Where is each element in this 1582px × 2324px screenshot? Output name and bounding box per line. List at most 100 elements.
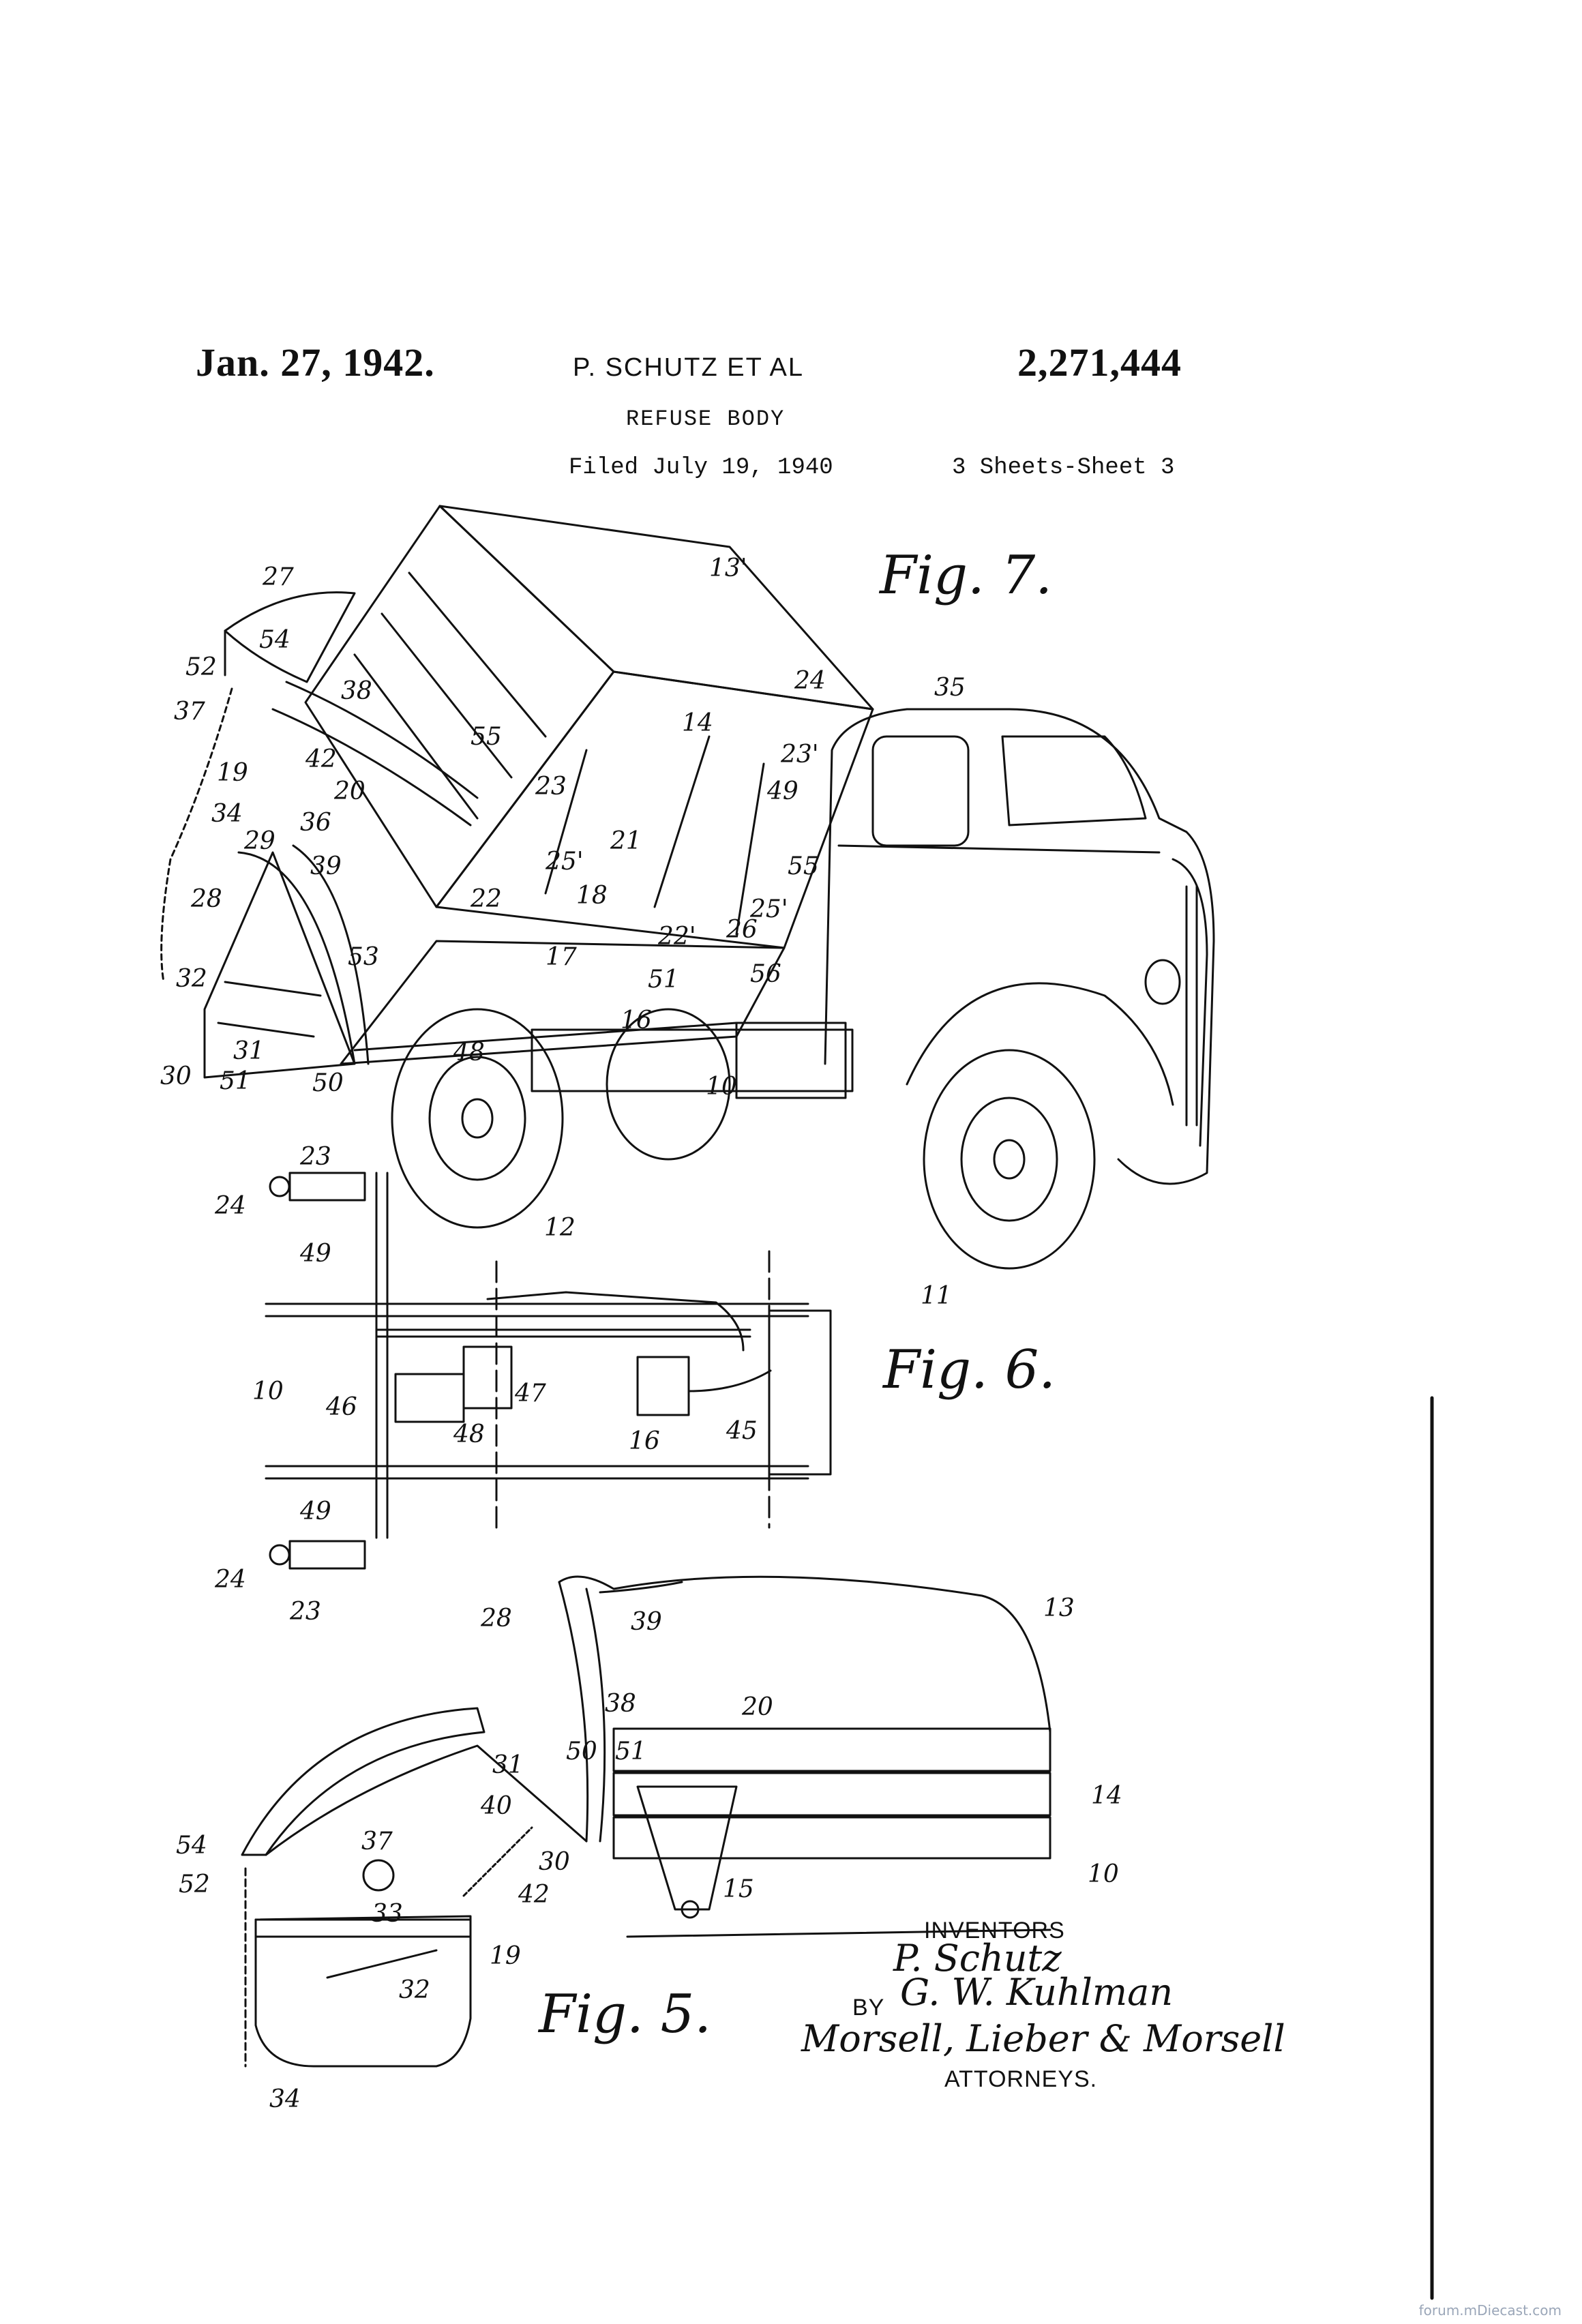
ref-numeral: 46 [325,1393,357,1421]
ref-numeral: 48 [453,1420,485,1448]
container-front [435,670,874,949]
hopper-lid [241,1707,486,1856]
ref-numeral: 52 [185,653,217,681]
ref-numeral: 37 [361,1828,393,1856]
rear-wheel-inner [606,1008,731,1161]
cylinder-bottom [288,1540,366,1570]
rear-wheel [391,1008,564,1229]
ref-numeral: 54 [176,1832,207,1860]
figure-5-detail: Fig. 5. [241,1575,1051,2068]
ref-numeral: 25' [749,895,788,923]
patent-number: 2,271,444 [1017,340,1182,385]
truck-cab [824,708,1215,1185]
inventor-name: P. SCHUTZ ET AL [573,353,805,382]
ref-numeral: 53 [348,943,379,971]
ref-numeral: 34 [269,2085,301,2113]
figure-6-plan: Fig. 6. [265,1172,1056,1570]
ref-numeral: 42 [305,745,337,773]
ref-numeral: 31 [492,1751,524,1779]
ref-numeral: 38 [341,677,372,705]
chassis-frame [531,1028,854,1092]
ref-numeral: 32 [176,965,207,993]
ref-numeral: 19 [490,1942,521,1970]
ref-numeral: 48 [453,1039,485,1067]
ref-numeral: 23 [299,1143,331,1171]
ref-numeral: 28 [480,1605,512,1633]
ref-numeral: 36 [300,809,331,837]
ref-numeral: 23' [780,741,819,769]
ref-numeral: 24 [214,1192,246,1220]
ref-numeral: 15 [723,1875,754,1903]
chain [160,687,233,983]
ref-numeral: 50 [312,1069,344,1097]
ref-numeral: 21 [610,827,642,855]
figure-5-labels: 28 39 13 38 20 31 50 51 14 54 40 37 52 3… [176,1594,1122,2113]
ref-numeral: 39 [631,1608,662,1636]
patent-title: REFUSE BODY [626,406,786,432]
ref-numeral: 14 [1091,1782,1122,1810]
frame-10 [612,1816,1051,1860]
attorneys-signature: Morsell, Lieber & Morsell [801,2017,1285,2060]
headlight [1144,959,1181,1005]
inventor-signature: P. Schutz [893,1937,1062,1980]
ref-numeral: 30 [160,1062,192,1090]
ref-numeral: 51 [648,966,679,994]
ref-numeral: 20 [741,1693,773,1721]
figure-6-caption: Fig. 6. [882,1339,1056,1401]
ref-numeral: 34 [211,800,243,828]
figure-6-labels: 23 24 49 10 46 47 48 16 45 49 24 23 [214,1143,758,1626]
bracket [636,1785,738,1911]
front-wheel [923,1049,1096,1270]
watermark: forum.mDiecast.com [1418,2302,1562,2319]
ref-numeral: 51 [615,1738,646,1766]
ref-numeral: 45 [726,1417,758,1445]
ref-numeral: 20 [333,777,365,805]
ref-numeral: 14 [682,709,713,737]
attorneys-label: ATTORNEYS. [944,2066,1098,2092]
fuel-tank [735,1022,847,1099]
ref-numeral: 10 [1088,1860,1119,1888]
ref-numeral: 13 [1043,1594,1075,1622]
ref-numeral: 18 [576,882,608,910]
ref-numeral: 54 [259,626,290,654]
ref-numeral: 28 [190,885,222,913]
ref-numeral: 22' [657,923,696,951]
ref-numeral: 24 [794,667,826,695]
ref-numeral: 27 [262,563,294,591]
valve [462,1345,513,1410]
body-top [558,1575,1051,1733]
ref-numeral: 42 [518,1881,550,1909]
cab-window-rear [871,735,970,847]
ref-numeral: 17 [546,943,577,971]
pivot-37 [362,1859,395,1892]
ref-numeral: 56 [750,960,781,988]
ref-numeral: 23 [535,773,567,801]
figure-7-labels: 27 54 52 38 37 19 42 34 20 36 55 23 13' … [160,554,966,1310]
ref-numeral: 49 [299,1498,331,1525]
ref-numeral: 33 [372,1900,403,1928]
ref-numeral: 55 [471,723,502,751]
ref-numeral: 35 [934,674,966,702]
tank [636,1356,690,1416]
ref-numeral: 12 [544,1214,576,1242]
rail-20 [612,1727,1051,1772]
ref-numeral: 11 [921,1282,952,1310]
ref-numeral: 23 [289,1598,321,1626]
by-label: BY [852,1995,885,2021]
ref-numeral: 13' [709,554,747,582]
ref-numeral: 55 [788,852,819,880]
ref-numeral: 25' [545,848,584,876]
ref-numeral: 51 [220,1067,251,1095]
subframe [340,940,786,1065]
ref-numeral: 49 [299,1240,331,1268]
figure-7-truck: Fig. 7. [160,505,1215,1270]
cylinder-top [288,1172,366,1202]
second-inventor-signature: G. W. Kuhlman [900,1971,1174,2014]
bucket [254,1915,472,2068]
ref-numeral: 10 [252,1377,284,1405]
ref-numeral: 38 [605,1690,636,1718]
ref-numeral: 10 [706,1073,737,1101]
ref-numeral: 16 [621,1007,652,1034]
ref-numeral: 31 [233,1037,265,1065]
ref-numeral: 49 [766,777,799,805]
